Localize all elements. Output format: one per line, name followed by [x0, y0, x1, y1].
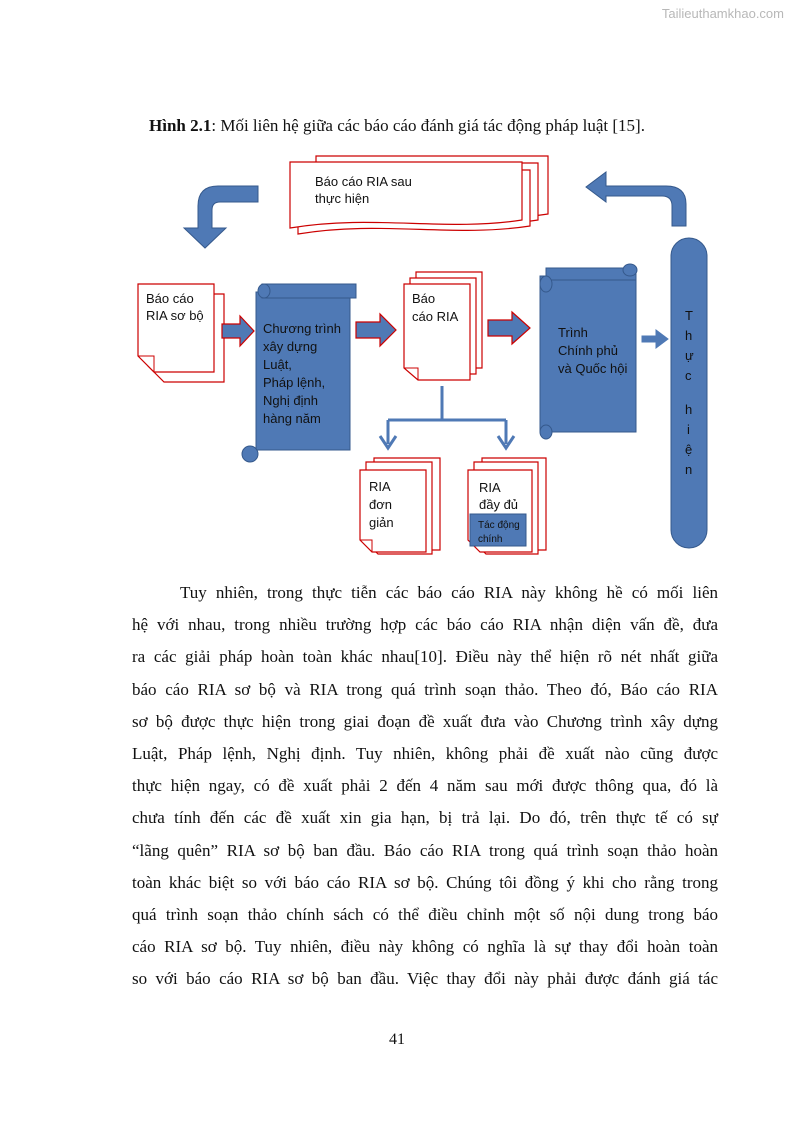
- ria-after-line-2: thực hiện: [315, 191, 369, 206]
- govt-line-1: Trình: [558, 325, 588, 340]
- curved-arrow-up-right: [585, 171, 687, 227]
- ria-after-document: Báo cáo RIA sau thực hiện: [289, 155, 549, 235]
- body-paragraph: Tuy nhiên, trong thực tiễn các báo cáo R…: [132, 577, 718, 995]
- ria-simple-line-1: RIA: [369, 479, 391, 494]
- body-line-8: chưa tính đến các đề xuất xin gia hạn, b…: [132, 808, 718, 828]
- program-line-1: Chương trình: [263, 321, 341, 336]
- ria-relationship-diagram: Báo cáo RIA sau thực hiện Báo cáo RIA sơ…: [137, 155, 708, 555]
- program-line-6: hàng năm: [263, 411, 321, 426]
- body-line-4: báo cáo RIA sơ bộ và RIA trong quá trình…: [132, 679, 718, 699]
- ria-simple-document: RIA đơn giản: [359, 457, 441, 555]
- body-line-9: “lãng quên” RIA sơ bộ ban đầu. Báo cáo R…: [132, 840, 718, 860]
- ria-report-document: Báo cáo RIA: [403, 271, 483, 381]
- impact-line-1: Tác động: [478, 520, 520, 531]
- curved-arrow-down-left: [182, 185, 259, 249]
- body-line-5: sơ bộ được thực hiện trong giai đoạn đề …: [132, 711, 718, 731]
- ria-full-document: RIA đầy đủ Tác động chính: [467, 457, 547, 555]
- body-line-6: Luật, Pháp lệnh, Nghị định. Tuy nhiên, k…: [132, 743, 718, 763]
- ria-after-line-1: Báo cáo RIA sau: [315, 174, 412, 189]
- program-line-4: Pháp lệnh,: [263, 375, 325, 390]
- implementation-char-3: ự: [685, 348, 694, 363]
- implementation-char-4: c: [685, 368, 692, 383]
- govt-line-3: và Quốc hội: [558, 361, 627, 376]
- arrow-ria-to-govt: [487, 310, 531, 346]
- body-line-3: ra các giải pháp hoàn toàn khác nhau[10]…: [132, 647, 718, 667]
- ria-prelim-line-1: Báo cáo: [146, 291, 194, 306]
- implementation-char-1: T: [685, 308, 693, 323]
- implementation-char-7: ệ: [685, 442, 692, 457]
- body-line-2: hệ với nhau, trong nhiều trường hợp các …: [132, 615, 718, 635]
- implementation-char-6: i: [687, 422, 690, 437]
- ria-prelim-document: Báo cáo RIA sơ bộ: [137, 283, 225, 383]
- watermark: Tailieuthamkhao.com: [661, 6, 784, 21]
- branch-connector: [378, 386, 516, 451]
- ria-simple-line-2: đơn: [369, 497, 392, 512]
- ria-full-line-1: RIA: [479, 480, 501, 495]
- program-line-2: xây dựng: [263, 339, 317, 354]
- figure-label: Hình 2.1: [149, 116, 212, 135]
- impact-box: [469, 513, 527, 547]
- implementation-bar: T h ự c h i ệ n: [670, 237, 708, 549]
- program-line-5: Nghị định: [263, 393, 318, 408]
- ria-simple-line-3: giản: [369, 515, 394, 530]
- ria-report-line-2: cáo RIA: [412, 309, 459, 324]
- figure-caption: Hình 2.1: Mối liên hệ giữa các báo cáo đ…: [0, 116, 794, 136]
- govt-scroll: Trình Chính phủ và Quốc hội: [539, 263, 638, 440]
- body-line-12: cáo RIA sơ bộ. Tuy nhiên, điều này không…: [132, 937, 718, 957]
- body-line-10: toàn khác biệt so với báo cáo RIA sơ bộ.…: [132, 872, 718, 892]
- implementation-char-8: n: [685, 462, 692, 477]
- ria-full-line-2: đầy đủ: [479, 497, 518, 512]
- arrow-program-to-ria: [355, 312, 397, 348]
- program-scroll: Chương trình xây dựng Luật, Pháp lệnh, N…: [241, 283, 357, 463]
- page-number: 41: [389, 1031, 405, 1048]
- program-line-3: Luật,: [263, 357, 292, 372]
- ria-report-line-1: Báo: [412, 291, 435, 306]
- body-line-11: quá trình soạn thảo chính sách có thể đi…: [132, 904, 718, 924]
- implementation-char-5: h: [685, 402, 692, 417]
- arrow-prelim-to-program: [221, 314, 255, 348]
- govt-line-2: Chính phủ: [558, 343, 618, 358]
- implementation-char-2: h: [685, 328, 692, 343]
- figure-caption-text: : Mối liên hệ giữa các báo cáo đánh giá …: [211, 116, 645, 135]
- body-line-1: Tuy nhiên, trong thực tiễn các báo cáo R…: [180, 583, 718, 602]
- body-line-7: thực hiện ngay, có đề xuất phải 2 đến 4 …: [132, 776, 718, 796]
- impact-line-2: chính: [478, 534, 502, 545]
- arrow-govt-to-implementation: [641, 329, 669, 349]
- body-line-13: so với báo cáo RIA sơ bộ ban đầu. Việc t…: [132, 969, 718, 989]
- ria-prelim-line-2: RIA sơ bộ: [146, 308, 204, 323]
